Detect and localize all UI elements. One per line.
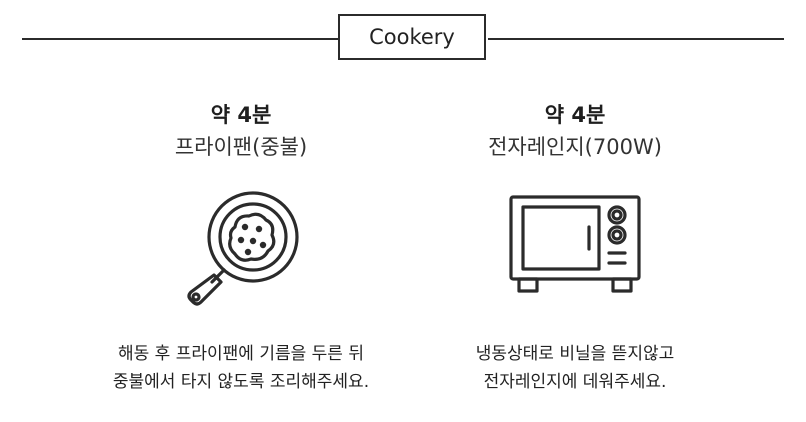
cook-instructions: 해동 후 프라이팬에 기름을 두른 뒤 중불에서 타지 않도록 조리해주세요.: [76, 340, 406, 396]
frying-pan-icon: [76, 174, 406, 324]
instruction-line: 해동 후 프라이팬에 기름을 두른 뒤: [118, 344, 364, 364]
header-line-left: [22, 38, 338, 40]
instruction-line: 냉동상태로 비닐을 뜯지않고: [475, 344, 675, 364]
microwave-icon: [410, 174, 740, 324]
method-frying-pan: 약 4분 프라이팬(중불) 해동 후 프라이팬에 기름을 두른 뒤 중불에서 타…: [76, 100, 406, 396]
header-line-right: [488, 38, 784, 40]
section-title: Cookery: [338, 14, 486, 60]
cook-time: 약 4분: [544, 103, 606, 127]
cook-instructions: 냉동상태로 비닐을 뜯지않고 전자레인지에 데워주세요.: [410, 340, 740, 396]
cook-method: 전자레인지(700W): [488, 135, 662, 159]
instruction-line: 전자레인지에 데워주세요.: [483, 372, 667, 392]
cook-time: 약 4분: [210, 103, 272, 127]
instruction-line: 중불에서 타지 않도록 조리해주세요.: [112, 372, 370, 392]
cook-method: 프라이팬(중불): [174, 135, 308, 159]
method-microwave: 약 4분 전자레인지(700W) 냉동상태로 비닐을 뜯지않고 전자레인지에 데…: [410, 100, 740, 396]
